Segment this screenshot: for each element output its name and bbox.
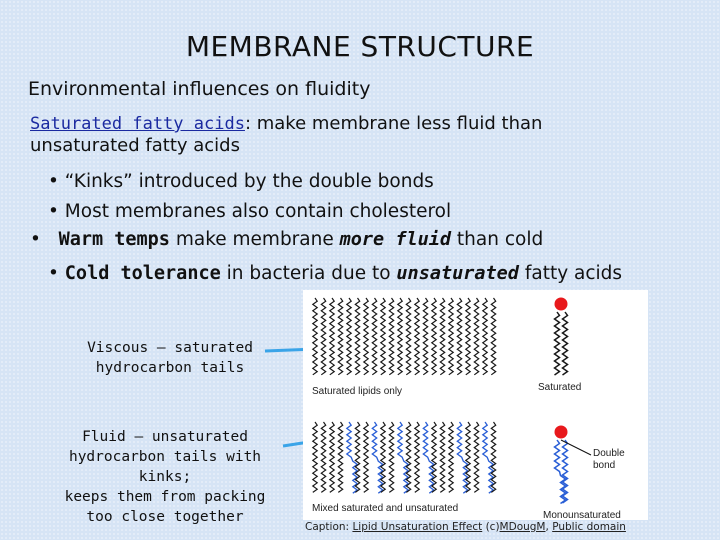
lipid-tail bbox=[320, 297, 327, 376]
lipid-tail bbox=[396, 297, 404, 376]
subtitle: Environmental influences on fluidity bbox=[28, 78, 371, 100]
lipid-figure: Saturated lipids only Saturated Mixed sa… bbox=[303, 290, 648, 521]
lipid-tail bbox=[405, 297, 412, 376]
monounsaturated-molecule bbox=[553, 425, 569, 505]
lipid-tail bbox=[362, 297, 370, 376]
fluid-caption: Fluid – unsaturated hydrocarbon tails wi… bbox=[40, 427, 290, 527]
lipid-tail bbox=[379, 421, 387, 493]
lipid-tail bbox=[328, 297, 336, 376]
label-double: Double bbox=[593, 448, 625, 459]
saturated-paragraph: Saturated fatty acids: make membrane les… bbox=[30, 113, 630, 157]
cold-term: Cold tolerance bbox=[64, 263, 221, 284]
lipid-tail bbox=[413, 297, 421, 376]
cold-mid: in bacteria due to bbox=[226, 263, 391, 284]
lipid-tail-unsaturated bbox=[481, 421, 495, 494]
credit-link-license[interactable]: Public domain bbox=[552, 521, 626, 533]
bullet-warm: • Warm temps make membrane more fluid th… bbox=[30, 229, 544, 250]
label-saturated-only: Saturated lipids only bbox=[312, 386, 402, 397]
saturated-text-2: unsaturated fatty acids bbox=[30, 135, 240, 156]
lipid-diagram: Saturated lipids only Saturated Mixed sa… bbox=[311, 297, 625, 521]
label-saturated: Saturated bbox=[538, 382, 581, 393]
lipid-tail bbox=[447, 421, 455, 493]
credit-prefix: Caption: bbox=[305, 521, 350, 533]
lipid-tail bbox=[473, 421, 480, 493]
page-title: MEMBRANE STRUCTURE bbox=[185, 30, 535, 63]
bullet-cold: • Cold tolerance in bacteria due to unsa… bbox=[48, 263, 623, 284]
image-credit: Caption: Lipid Unsaturation Effect (c)MD… bbox=[305, 521, 626, 533]
credit-link-author[interactable]: MDougM bbox=[499, 521, 546, 533]
bullet-kinks-text: “Kinks” introduced by the double bonds bbox=[64, 171, 434, 192]
lipid-tail bbox=[464, 297, 472, 376]
lipid-tail bbox=[337, 421, 344, 493]
double-bond-pointer bbox=[560, 439, 592, 456]
lipid-tail-unsaturated bbox=[422, 421, 435, 494]
fluid-caption-line: hydrocarbon tails with kinks; bbox=[68, 449, 262, 485]
warm-end: than cold bbox=[456, 229, 544, 250]
lipid-head bbox=[554, 297, 568, 311]
lipid-tail-unsaturated bbox=[396, 421, 410, 494]
lipid-tail bbox=[447, 297, 455, 376]
lipid-tail bbox=[561, 311, 569, 376]
label-monounsaturated: Monounsaturated bbox=[543, 510, 621, 520]
lipid-tail bbox=[371, 297, 378, 376]
lipid-tail bbox=[388, 421, 395, 493]
warm-term: Warm temps bbox=[58, 229, 170, 250]
lipid-tail bbox=[473, 297, 480, 376]
lipid-tail-unsaturated bbox=[371, 421, 384, 494]
lipid-tail bbox=[422, 297, 429, 376]
lipid-tail bbox=[354, 421, 361, 493]
lipid-tail bbox=[439, 297, 446, 376]
saturated-text-1: : make membrane less fluid than bbox=[244, 113, 543, 134]
lipid-tail bbox=[553, 311, 561, 376]
lipid-tail bbox=[354, 297, 361, 376]
bullet-cholesterol-text: Most membranes also contain cholesterol bbox=[64, 201, 452, 222]
lipid-tail-unsaturated bbox=[561, 439, 569, 504]
saturated-term: Saturated fatty acids bbox=[30, 114, 245, 134]
credit-sep: , bbox=[545, 521, 549, 533]
lipid-tail-unsaturated bbox=[456, 421, 469, 494]
fluid-caption-line: keeps them from packing bbox=[64, 489, 266, 505]
viscous-caption: Viscous – saturated hydrocarbon tails bbox=[70, 338, 270, 378]
lipid-tail bbox=[430, 297, 438, 376]
label-bond: bond bbox=[593, 460, 615, 471]
bullet-kinks: • “Kinks” introduced by the double bonds bbox=[48, 171, 434, 192]
cold-em: unsaturated bbox=[396, 263, 519, 284]
lipid-tail bbox=[490, 297, 497, 376]
lipid-tail bbox=[413, 421, 421, 493]
lipid-head bbox=[554, 425, 568, 439]
lipid-tail bbox=[320, 421, 327, 493]
lipid-tail-unsaturated bbox=[553, 439, 567, 505]
lipid-tail bbox=[490, 421, 497, 493]
saturated-molecule bbox=[553, 297, 569, 376]
lipid-tail bbox=[405, 421, 412, 493]
lipid-tail bbox=[464, 421, 472, 493]
lipid-tail bbox=[311, 421, 319, 493]
lipid-tail bbox=[388, 297, 395, 376]
bullet-cholesterol: • Most membranes also contain cholestero… bbox=[48, 201, 452, 222]
lipid-tail bbox=[345, 297, 353, 376]
fluid-caption-line: too close together bbox=[86, 509, 244, 525]
fluid-caption-line: Fluid – unsaturated bbox=[82, 429, 248, 445]
warm-em: more fluid bbox=[339, 229, 452, 250]
label-mixed: Mixed saturated and unsaturated bbox=[312, 503, 458, 514]
lipid-tail bbox=[430, 421, 438, 493]
lipid-tail bbox=[456, 297, 463, 376]
lipid-tail bbox=[337, 297, 344, 376]
credit-link-title[interactable]: Lipid Unsaturation Effect bbox=[352, 521, 483, 533]
viscous-caption-line: Viscous – saturated bbox=[87, 340, 253, 356]
lipid-tail bbox=[481, 297, 489, 376]
credit-mid: (c) bbox=[485, 521, 500, 533]
cold-end: fatty acids bbox=[524, 263, 623, 284]
lipid-tail bbox=[362, 421, 370, 493]
mixed-bilayer bbox=[311, 421, 497, 494]
lipid-tail bbox=[439, 421, 446, 493]
viscous-caption-line: hydrocarbon tails bbox=[95, 360, 245, 376]
lipid-tail bbox=[328, 421, 336, 493]
lipid-tail bbox=[379, 297, 387, 376]
warm-mid: make membrane bbox=[175, 229, 334, 250]
lipid-tail bbox=[311, 297, 319, 376]
saturated-bilayer bbox=[311, 297, 497, 376]
lipid-tail-unsaturated bbox=[345, 421, 359, 494]
